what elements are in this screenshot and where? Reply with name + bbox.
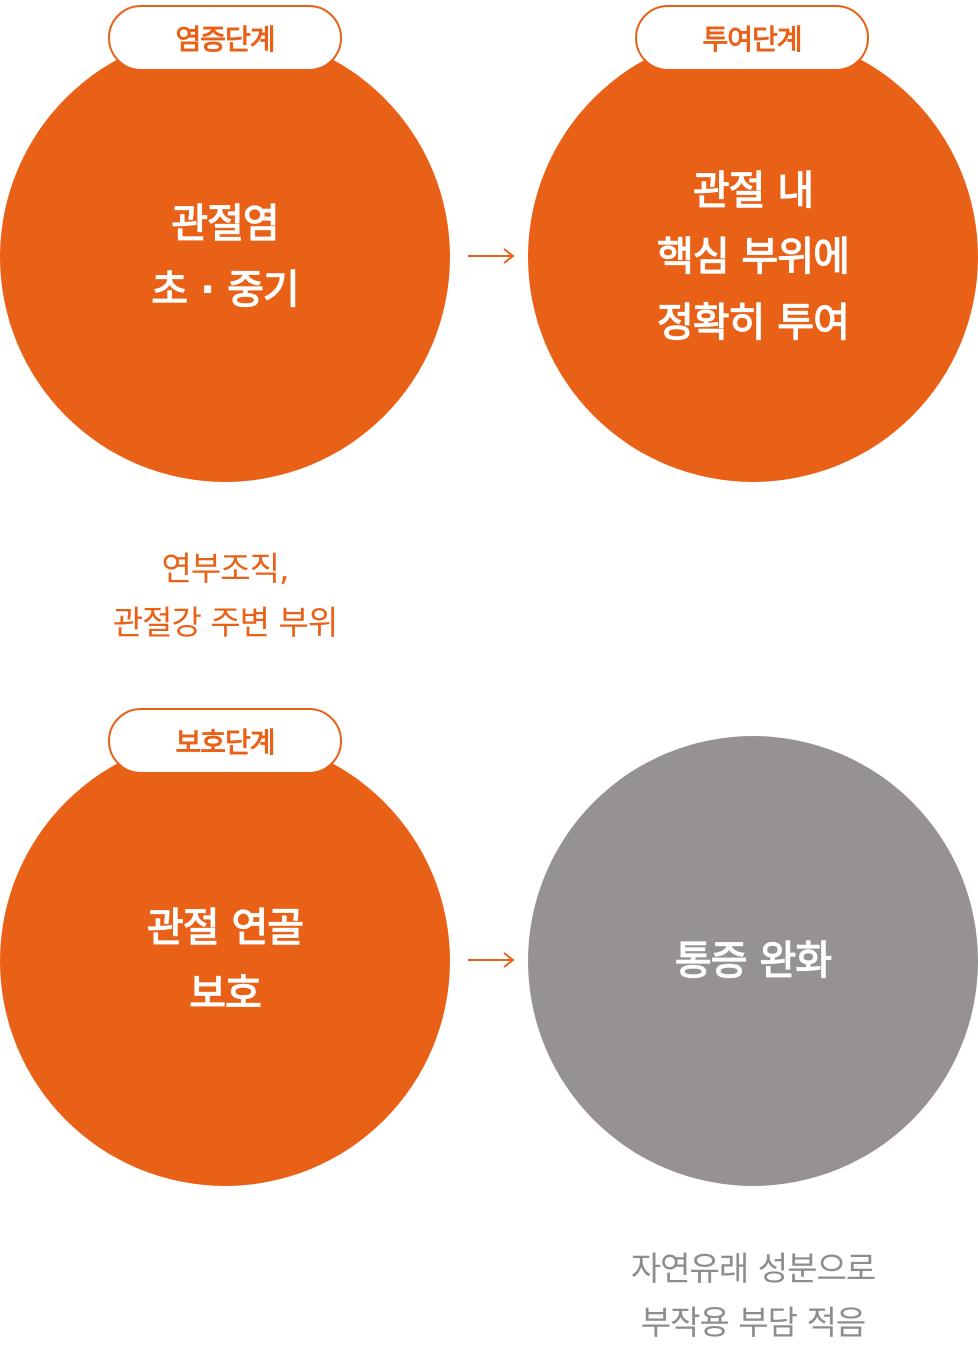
circle-text-line: 보호: [189, 971, 262, 1017]
circle-text-line: 정확히 투여: [657, 300, 850, 346]
caption-line: 관절강 주변 부위: [112, 603, 339, 642]
arrow-right-icon: [468, 246, 516, 266]
circle-text-line: 통증 완화: [674, 938, 832, 984]
circle-text-line: 관절염: [171, 201, 279, 247]
circle-text-line: 관절 연골: [146, 905, 304, 951]
arrow-right-icon: [468, 950, 516, 970]
stage-inflammation-label: 염증단계: [108, 5, 342, 71]
caption-line: 부작용 부담 적음: [640, 1303, 867, 1342]
stage-injection-label: 투여단계: [635, 5, 869, 71]
circle-text-line: 핵심 부위에: [657, 234, 850, 280]
stage-protection-label: 보호단계: [108, 708, 342, 774]
pain-relief-circle: 통증 완화: [528, 736, 978, 1186]
stage-inflammation-circle: 관절염 초 · 중기: [0, 32, 450, 482]
caption-line: 연부조직,: [161, 549, 290, 588]
pain-relief-caption: 자연유래 성분으로 부작용 부담 적음: [528, 1242, 978, 1350]
circle-text-line: 관절 내: [692, 168, 814, 214]
stage-injection-circle: 관절 내 핵심 부위에 정확히 투여: [528, 32, 978, 482]
stage-protection-circle: 관절 연골 보호: [0, 736, 450, 1186]
stage-inflammation-caption: 연부조직, 관절강 주변 부위: [0, 542, 450, 650]
caption-line: 자연유래 성분으로: [630, 1249, 876, 1288]
circle-text-line: 초 · 중기: [151, 267, 299, 313]
